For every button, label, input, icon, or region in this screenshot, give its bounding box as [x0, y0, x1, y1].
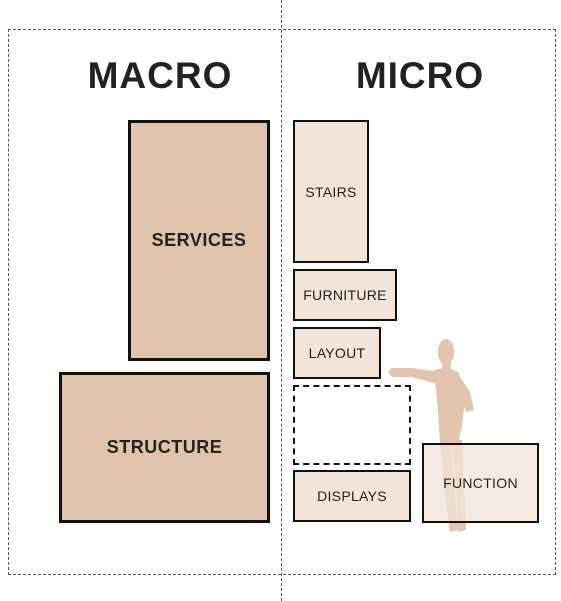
services-label: SERVICES	[151, 230, 247, 250]
furniture-box: FURNITURE	[293, 269, 397, 321]
stairs-label: STAIRS	[305, 183, 357, 200]
structure-box: STRUCTURE	[59, 372, 270, 523]
displays-label: DISPLAYS	[317, 488, 387, 504]
structure-label: STRUCTURE	[106, 437, 223, 457]
function-label: FUNCTION	[443, 475, 518, 491]
micro-heading: MICRO	[355, 55, 485, 96]
center-dashed-divider	[281, 0, 282, 601]
macro-heading: MACRO	[87, 55, 233, 96]
services-box: SERVICES	[128, 120, 270, 361]
empty-dashed-box	[293, 385, 411, 465]
function-box: FUNCTION	[422, 443, 539, 523]
stairs-box: STAIRS	[293, 120, 369, 263]
furniture-label: FURNITURE	[303, 287, 387, 303]
displays-box: DISPLAYS	[293, 470, 411, 522]
layout-box: LAYOUT	[293, 327, 381, 379]
layout-label: LAYOUT	[308, 345, 366, 361]
outer-dashed-frame	[8, 29, 556, 575]
